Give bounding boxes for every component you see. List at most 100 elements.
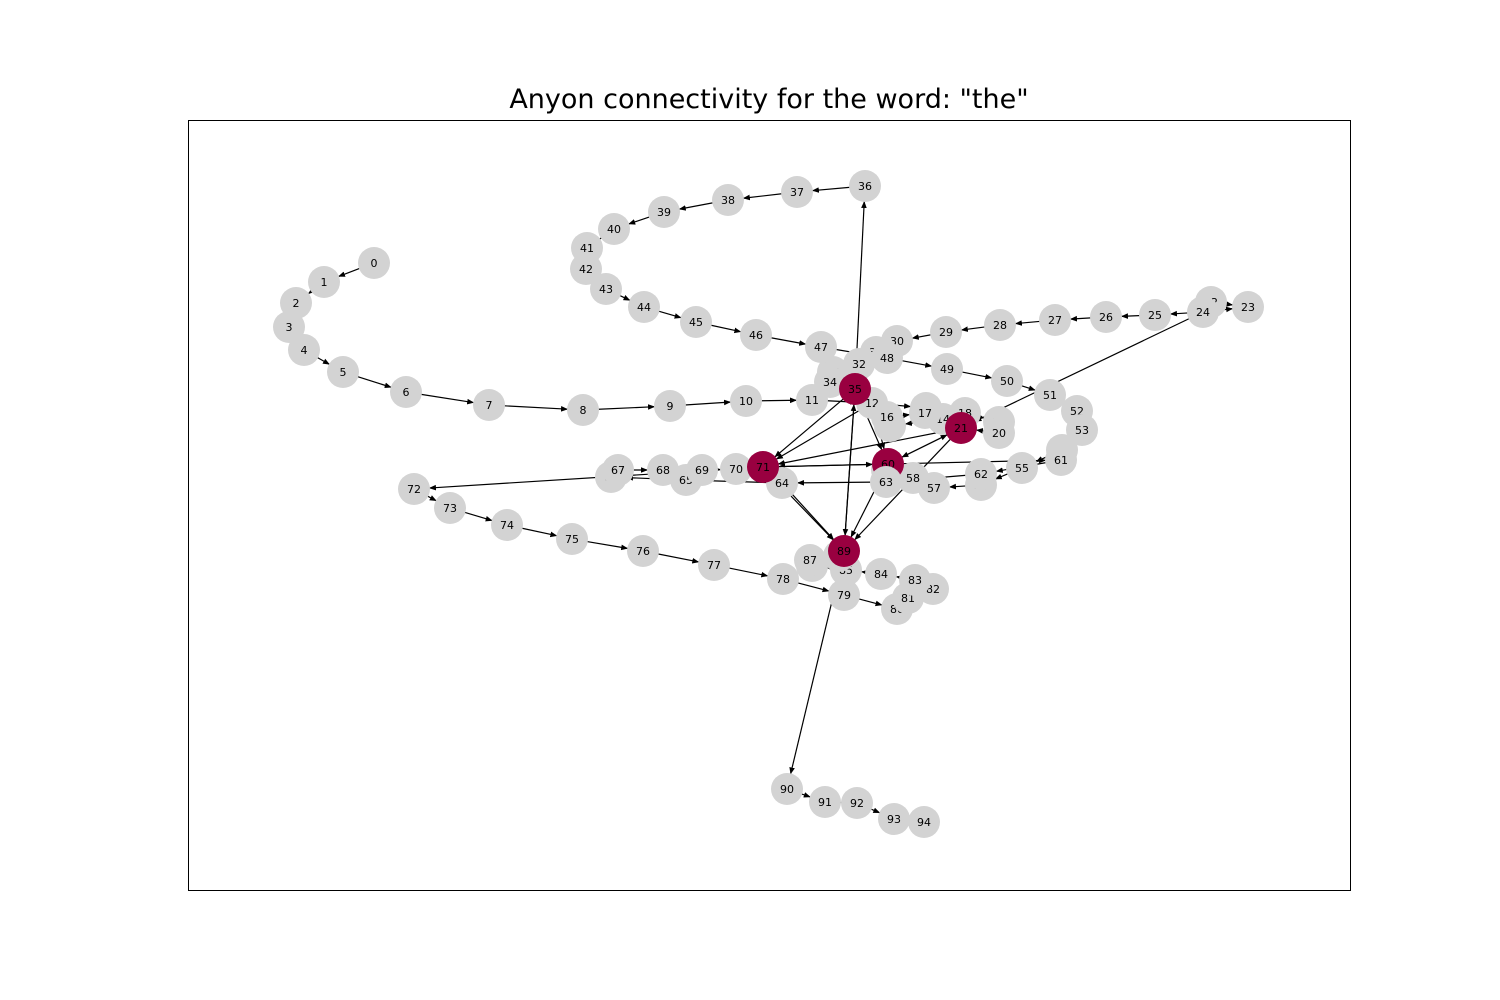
node-circle-55 (1006, 452, 1038, 484)
node-label-11: 11 (805, 394, 819, 407)
node-84: 84 (865, 558, 897, 590)
node-label-32: 32 (852, 358, 866, 371)
node-label-62: 62 (974, 468, 988, 481)
edge-78-79 (795, 581, 830, 593)
node-37: 37 (781, 176, 813, 208)
node-75: 75 (556, 523, 588, 555)
node-circle-69 (686, 454, 718, 486)
node-label-29: 29 (939, 326, 953, 339)
node-47: 47 (805, 331, 837, 363)
edge-35-89 (842, 401, 855, 537)
node-label-28: 28 (993, 319, 1007, 332)
node-40: 40 (598, 213, 630, 245)
node-circle-73 (434, 492, 466, 524)
node-17: 17 (909, 397, 941, 429)
node-circle-42 (570, 253, 602, 285)
node-63: 63 (870, 466, 902, 498)
node-circle-10 (730, 385, 762, 417)
node-73: 73 (434, 492, 466, 524)
node-label-49: 49 (940, 363, 954, 376)
node-circle-68 (647, 454, 679, 486)
node-38: 38 (712, 184, 744, 216)
node-35: 35 (839, 373, 871, 405)
node-9: 9 (654, 390, 686, 422)
node-label-91: 91 (818, 796, 832, 809)
node-0: 0 (358, 247, 390, 279)
node-circle-6 (390, 376, 422, 408)
node-28: 28 (984, 309, 1016, 341)
node-circle-58 (897, 462, 929, 494)
edge-60-71 (777, 463, 876, 470)
node-circle-71 (747, 451, 779, 483)
node-71: 71 (747, 451, 779, 483)
edge-10-11 (758, 397, 798, 404)
node-circle-24 (1187, 296, 1219, 328)
node-circle-37 (781, 176, 813, 208)
node-label-21: 21 (954, 422, 968, 435)
node-label-47: 47 (814, 341, 828, 354)
node-46: 46 (740, 319, 772, 351)
edge-73-74 (462, 511, 493, 522)
node-label-67: 67 (611, 464, 625, 477)
node-label-58: 58 (906, 472, 920, 485)
edge-24-25 (1169, 310, 1191, 317)
node-label-23: 23 (1241, 301, 1255, 314)
edge-24-21 (974, 317, 1192, 423)
node-circle-93 (878, 803, 910, 835)
node-circle-17 (909, 397, 941, 429)
edge-76-77 (655, 552, 700, 564)
node-label-79: 79 (837, 589, 851, 602)
node-circle-49 (931, 353, 963, 385)
node-circle-34 (814, 366, 846, 398)
node-27: 27 (1039, 304, 1071, 336)
node-69: 69 (686, 454, 718, 486)
node-58: 58 (897, 462, 929, 494)
node-circle-67 (602, 454, 634, 486)
node-label-27: 27 (1048, 314, 1062, 327)
edges-layer (288, 186, 1234, 823)
node-circle-5 (327, 356, 359, 388)
node-3: 3 (273, 311, 305, 343)
edge-77-78 (726, 566, 769, 578)
node-label-90: 90 (780, 783, 794, 796)
node-circle-70 (720, 453, 752, 485)
node-2: 2 (280, 287, 312, 319)
node-circle-43 (590, 273, 622, 305)
node-circle-26 (1090, 301, 1122, 333)
edge-38-39 (678, 201, 716, 211)
node-circle-91 (809, 786, 841, 818)
node-circle-9 (654, 390, 686, 422)
node-label-94: 94 (917, 816, 931, 829)
node-circle-36 (849, 170, 881, 202)
node-76: 76 (627, 535, 659, 567)
node-label-69: 69 (695, 464, 709, 477)
node-circle-21 (945, 412, 977, 444)
node-10: 10 (730, 385, 762, 417)
node-circle-92 (841, 787, 873, 819)
node-34: 34 (814, 366, 846, 398)
node-label-89: 89 (837, 545, 851, 558)
node-circle-72 (398, 473, 430, 505)
node-label-17: 17 (918, 407, 932, 420)
node-label-38: 38 (721, 194, 735, 207)
node-label-37: 37 (790, 186, 804, 199)
edge-27-28 (1014, 320, 1043, 326)
edge-21-71 (777, 429, 949, 466)
node-55: 55 (1006, 452, 1038, 484)
node-label-68: 68 (656, 464, 670, 477)
node-circle-46 (740, 319, 772, 351)
node-label-8: 8 (580, 404, 587, 417)
node-43: 43 (590, 273, 622, 305)
edge-79-80 (856, 597, 883, 607)
node-label-5: 5 (340, 366, 347, 379)
node-label-64: 64 (775, 477, 789, 490)
node-93: 93 (878, 803, 910, 835)
edge-60-21 (899, 434, 948, 459)
node-label-26: 26 (1099, 311, 1113, 324)
edge-25-26 (1120, 313, 1143, 319)
node-label-46: 46 (749, 329, 763, 342)
node-label-25: 25 (1148, 309, 1162, 322)
node-25: 25 (1139, 299, 1171, 331)
node-circle-35 (839, 373, 871, 405)
